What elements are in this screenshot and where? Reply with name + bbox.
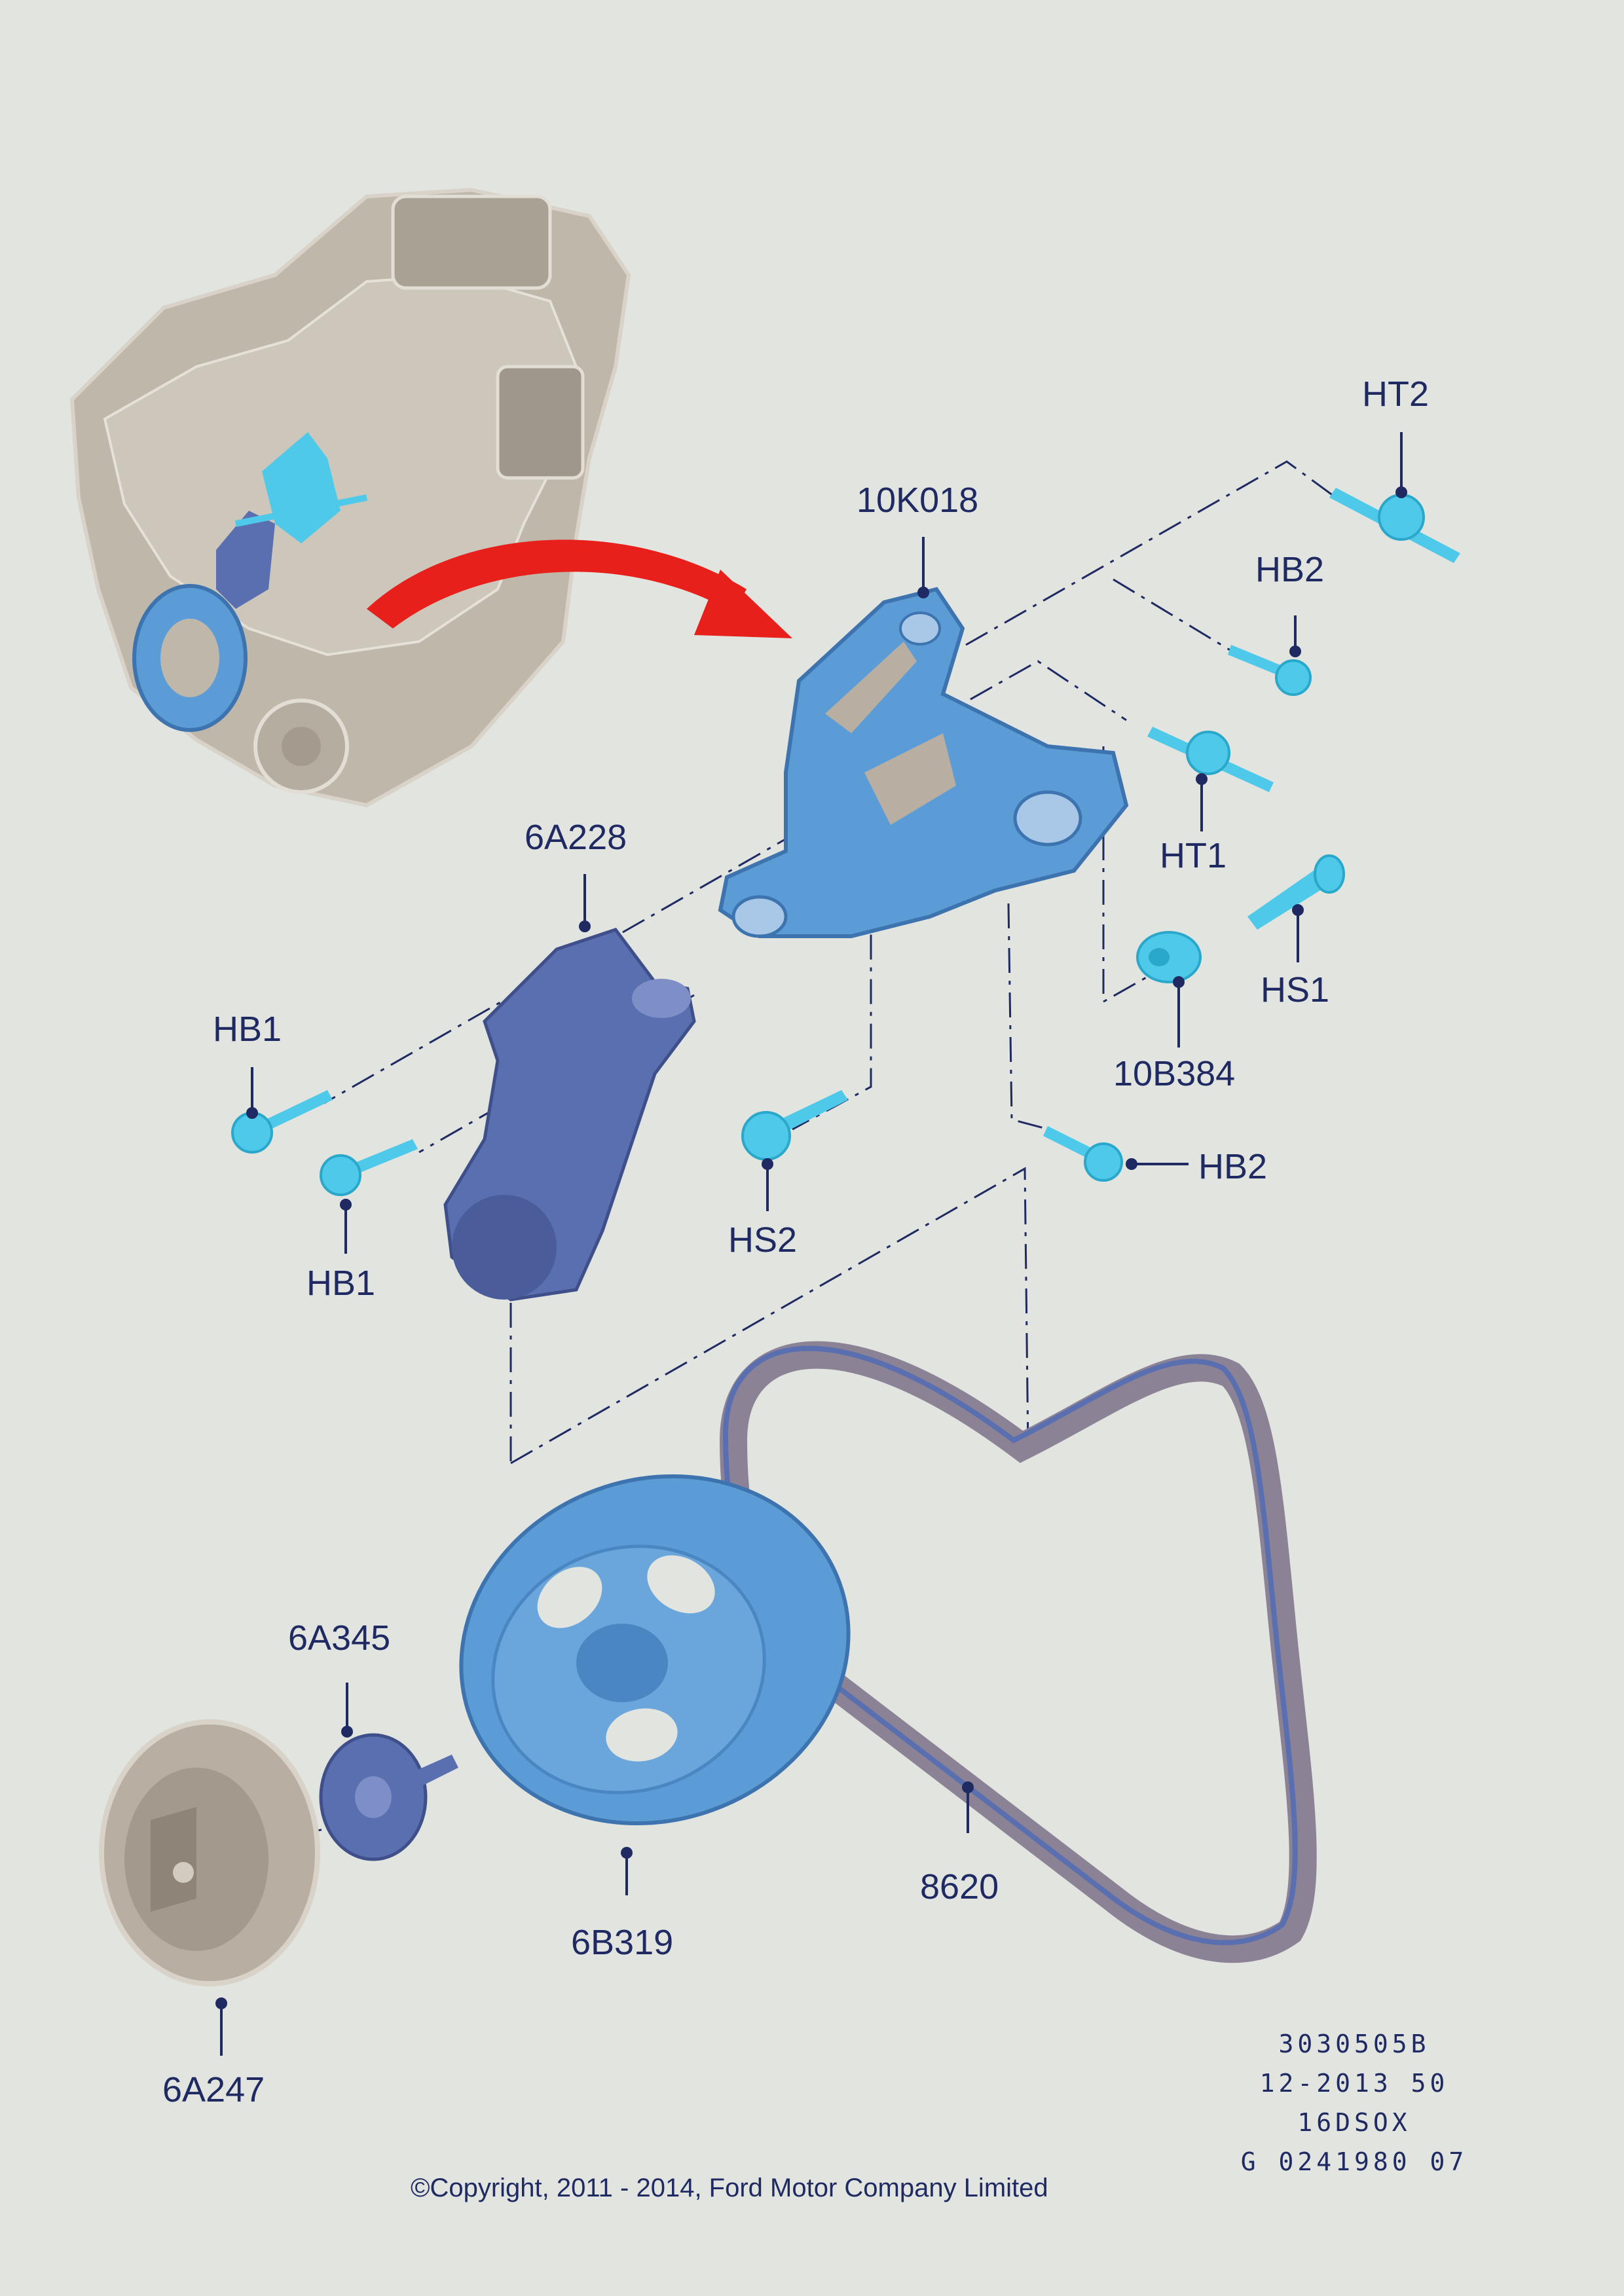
bolt-hb1-top: [231, 1090, 333, 1154]
label-hs2: HS2: [728, 1220, 797, 1260]
crankshaft-pulley-6b319: [459, 1474, 851, 1825]
label-6a345: 6A345: [288, 1618, 390, 1658]
label-hb1-bottom: HB1: [306, 1264, 375, 1303]
engine-illustration: [69, 187, 631, 808]
reference-code-line: 3030505B: [1278, 2030, 1430, 2058]
label-6a247: 6A247: [162, 2070, 265, 2109]
curved-arrow-icon: [367, 539, 792, 638]
label-hb2-top: HB2: [1255, 550, 1324, 589]
bolt-hs1: [1247, 854, 1345, 930]
label-10b384: 10B384: [1113, 1054, 1235, 1093]
reference-code-line: G 0241980 07: [1241, 2147, 1468, 2176]
label-hb1-top: HB1: [213, 1010, 282, 1049]
bolt-hb1-bottom: [320, 1139, 418, 1196]
spacer-10b384: [1136, 931, 1202, 983]
label-hs1: HS1: [1261, 970, 1329, 1010]
label-6a228: 6A228: [525, 818, 627, 857]
drive-belt-8620: [719, 1341, 1317, 1963]
pulley-6a247: [99, 1719, 320, 1986]
bolt-ht1: [1147, 727, 1274, 792]
reference-code-block: 3030505B 12-2013 50 16DSOX G 0241980 07: [1241, 2030, 1468, 2176]
label-ht1: HT1: [1160, 836, 1227, 875]
pulley-bolt-6a345: [319, 1733, 458, 1861]
bolt-hb2-bottom: [1043, 1126, 1123, 1182]
bolt-hs2: [741, 1090, 848, 1161]
leader-lines: [215, 432, 1407, 2056]
bolt-ht2: [1329, 488, 1460, 563]
label-6b319: 6B319: [571, 1923, 673, 1962]
label-ht2: HT2: [1362, 374, 1429, 414]
reference-code-line: 16DSOX: [1297, 2108, 1411, 2137]
label-10k018: 10K018: [857, 481, 978, 520]
belt-tensioner-6a228: [443, 928, 696, 1302]
bolt-hb2-top: [1228, 645, 1312, 696]
label-8620: 8620: [920, 1867, 999, 1906]
copyright-notice: ©Copyright, 2011 - 2014, Ford Motor Comp…: [411, 2174, 1048, 2202]
label-hb2-bottom: HB2: [1198, 1147, 1267, 1186]
support-bracket-10k018: [718, 587, 1129, 938]
reference-code-line: 12-2013 50: [1260, 2069, 1449, 2098]
